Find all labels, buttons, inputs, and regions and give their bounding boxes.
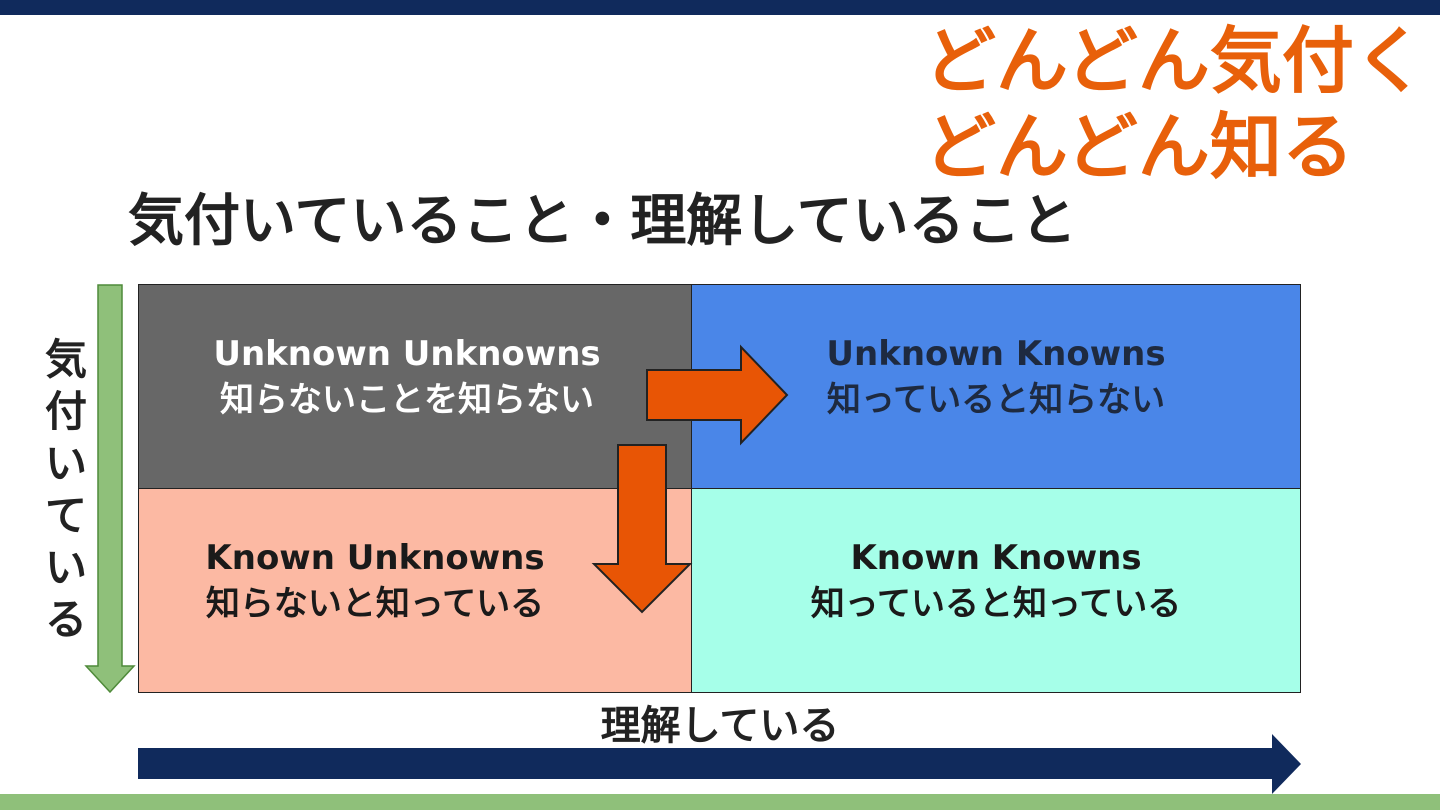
slide-title: 気付いていること・理解していること xyxy=(128,189,1077,254)
quadrant-title: Unknown Knowns xyxy=(826,333,1166,374)
top-bar xyxy=(0,0,1440,15)
quadrant-subtitle: 知っていると知っている xyxy=(810,583,1182,624)
vertical-axis-char: 付 xyxy=(44,387,87,436)
orange-arrow-down xyxy=(591,444,693,614)
quadrant-subtitle: 知っていると知らない xyxy=(826,379,1166,420)
quadrant-known-knowns: Known Knowns 知っていると知っている xyxy=(691,488,1301,693)
vertical-axis-char: い xyxy=(44,439,87,488)
quadrant-title: Known Unknowns xyxy=(205,537,545,578)
vertical-axis-char: 気 xyxy=(44,335,87,384)
headline: どんどん気付く どんどん知る xyxy=(924,18,1434,190)
quadrant-subtitle: 知らないことを知らない xyxy=(220,379,594,420)
horizontal-axis-arrow xyxy=(138,734,1301,794)
quadrant-known-unknowns: Known Unknowns 知らないと知っている xyxy=(138,488,692,693)
vertical-axis-arrow xyxy=(84,284,136,694)
vertical-axis-char: い xyxy=(44,543,87,592)
headline-line-1: どんどん気付く xyxy=(924,19,1426,103)
quadrant-title: Known Knowns xyxy=(850,537,1142,578)
quadrant-unknown-knowns: Unknown Knowns 知っていると知らない xyxy=(691,284,1301,489)
vertical-axis-label: 気 付 い て い る xyxy=(40,334,92,646)
bottom-bar xyxy=(0,794,1440,810)
headline-line-2: どんどん知る xyxy=(924,105,1354,189)
quadrant-subtitle: 知らないと知っている xyxy=(205,583,545,624)
quadrant-unknown-unknowns: Unknown Unknowns 知らないことを知らない xyxy=(138,284,692,489)
vertical-axis-char: る xyxy=(44,595,87,644)
quadrant-title: Unknown Unknowns xyxy=(213,333,601,374)
vertical-axis-char: て xyxy=(44,491,87,540)
horizontal-axis-label: 理解している xyxy=(600,703,840,749)
orange-arrow-right xyxy=(646,344,789,446)
